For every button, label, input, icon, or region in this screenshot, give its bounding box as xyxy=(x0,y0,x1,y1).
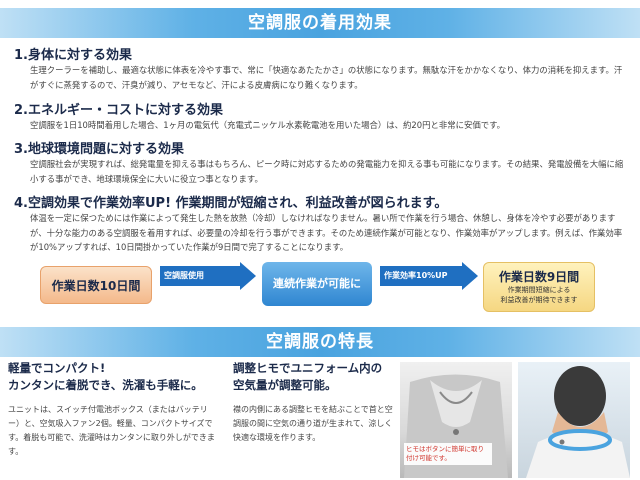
features-title: 空調服の特長 xyxy=(266,332,374,352)
section-heading: 4.空調効果で作業効率UP! 作業期間が短縮され、利益改善が図られます。 xyxy=(14,196,448,211)
section-body: 空調服社会が実現すれば、総発電量を抑える事はもちろん、ピーク時に対応するための発… xyxy=(30,159,624,184)
feature-heading-line1: 軽量でコンパクト! xyxy=(8,361,106,375)
section-2: 2.エネルギー・コストに対する効果 空調服を1日10時間着用した場合、1ヶ月の電… xyxy=(14,99,630,133)
feature-body: 襟の内側にある調整ヒモを結ぶことで首と空調服の間に空気の通り道が生まれて、涼しく… xyxy=(233,405,393,442)
flow-arrow-2-label: 作業効率10%UP xyxy=(384,271,448,280)
flow-arrow-2: 作業効率10%UP xyxy=(380,262,478,290)
section-1: 1.身体に対する効果 生理クーラーを補助し、最適な状態に体表を冷やす事で、常に「… xyxy=(14,44,630,92)
section-4: 4.空調効果で作業効率UP! 作業期間が短縮され、利益改善が図られます。 体温を… xyxy=(14,192,630,255)
flow-start-box: 作業日数10日間 xyxy=(40,266,152,304)
page-title: 空調服の着用効果 xyxy=(248,13,392,33)
flow-end-sub1: 作業期間短縮による xyxy=(507,286,571,294)
flow-end-box: 作業日数9日間 作業期間短縮による 利益改善が期待できます xyxy=(483,262,595,312)
flow-end-title: 作業日数9日間 xyxy=(498,270,580,284)
section-heading: 1.身体に対する効果 xyxy=(14,48,132,63)
feature-1: 軽量でコンパクト! カンタンに着脱でき、洗濯も手軽に。 ユニットは、スイッチ付電… xyxy=(8,360,218,459)
flow-end-sub2: 利益改善が期待できます xyxy=(500,296,578,304)
feature-2: 調整ヒモでユニフォーム内の 空気量が調整可能。 襟の内側にある調整ヒモを結ぶこと… xyxy=(233,360,395,445)
flow-arrow-1-label: 空調服使用 xyxy=(164,271,204,280)
header-banner: 空調服の着用効果 xyxy=(0,8,640,38)
feature-heading-line2: カンタンに着脱でき、洗濯も手軽に。 xyxy=(8,378,203,392)
section-3: 3.地球環境問題に対する効果 空調服社会が実現すれば、総発電量を抑える事はもちろ… xyxy=(14,138,630,186)
section-heading: 2.エネルギー・コストに対する効果 xyxy=(14,103,223,118)
features-banner: 空調服の特長 xyxy=(0,327,640,357)
section-body: 生理クーラーを補助し、最適な状態に体表を冷やす事で、常に「快適なあたたかさ」の状… xyxy=(30,65,623,90)
photo-caption: ヒモはボタンに簡単に取り付け可能です。 xyxy=(404,443,492,465)
neck-strap-photo xyxy=(518,362,630,478)
feature-heading-line2: 空気量が調整可能。 xyxy=(233,378,337,392)
feature-body: ユニットは、スイッチ付電池ボックス（またはバッテリー）と、空気吸入ファン2個。軽… xyxy=(8,405,215,456)
section-body: 体温を一定に保つためには作業によって発生した熱を放熱（冷却）しなければなりません… xyxy=(30,213,623,252)
efficiency-flow: 作業日数10日間 空調服使用 連続作業が可能に 作業効率10%UP 作業日数9日… xyxy=(0,262,640,322)
flow-middle-box: 連続作業が可能に xyxy=(262,262,372,306)
flow-arrow-1: 空調服使用 xyxy=(160,262,256,290)
section-heading: 3.地球環境問題に対する効果 xyxy=(14,142,184,157)
section-body: 空調服を1日10時間着用した場合、1ヶ月の電気代（充電式ニッケル水素乾電池を用い… xyxy=(30,120,506,130)
feature-heading-line1: 調整ヒモでユニフォーム内の xyxy=(233,361,383,375)
